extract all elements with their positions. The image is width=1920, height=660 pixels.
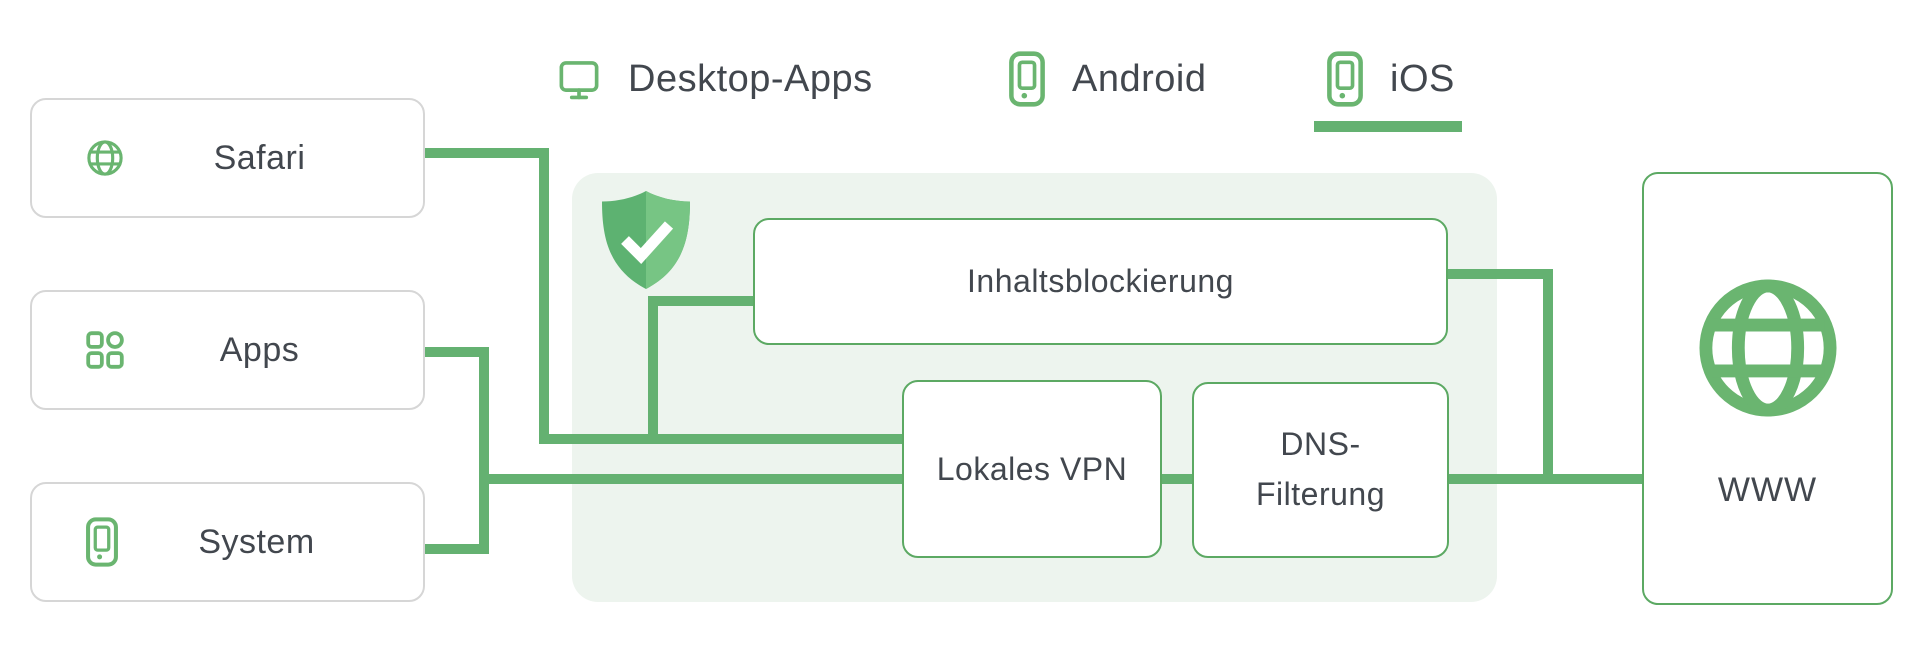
connector-apps-out [425, 347, 489, 357]
connector-system-out [425, 544, 489, 554]
tab-desktop-apps[interactable]: Desktop-Apps [556, 50, 873, 108]
apps-grid-icon [84, 329, 126, 371]
connector-trunk-lower [479, 474, 902, 484]
tab-label: Android [1072, 57, 1207, 100]
active-tab-underline [1314, 121, 1462, 132]
connector-contentblocking-left [648, 296, 753, 306]
source-node-apps: Apps [30, 290, 425, 410]
connector-vpn-dns [1162, 474, 1192, 484]
dns-filtering-label: DNS-Filterung [1256, 426, 1385, 512]
connector-safari-out [425, 148, 549, 158]
smartphone-icon [1008, 51, 1046, 107]
content-blocking-node: Inhaltsblockierung [753, 218, 1448, 345]
connector-contentblocking-right [1448, 269, 1553, 279]
tab-ios[interactable]: iOS [1326, 50, 1455, 108]
tab-label: iOS [1390, 57, 1455, 100]
source-label: Safari [213, 138, 306, 177]
source-label: System [198, 522, 315, 561]
connector-safari-down [539, 148, 549, 444]
content-blocking-label: Inhaltsblockierung [967, 263, 1234, 299]
www-label: WWW [1717, 471, 1818, 509]
tab-label: Desktop-Apps [628, 57, 873, 100]
source-node-system: System [30, 482, 425, 602]
smartphone-icon [1326, 51, 1364, 107]
globe-icon [84, 137, 126, 179]
local-vpn-node: Lokales VPN [902, 380, 1162, 558]
adguard-shield-check-icon [596, 188, 696, 292]
source-node-safari: Safari [30, 98, 425, 218]
connector-contentblocking-down [648, 296, 658, 444]
connector-contentblocking-right-down [1543, 269, 1553, 484]
tab-android[interactable]: Android [1008, 50, 1206, 108]
connector-apps-system-vertical [479, 347, 489, 554]
smartphone-icon [84, 517, 120, 567]
dns-filtering-node: DNS-Filterung [1192, 382, 1449, 558]
monitor-icon [556, 55, 602, 103]
source-label: Apps [219, 330, 300, 369]
local-vpn-label: Lokales VPN [936, 450, 1128, 487]
globe-icon [1687, 267, 1849, 429]
www-node: WWW [1642, 172, 1893, 605]
connector-trunk-upper [539, 434, 902, 444]
